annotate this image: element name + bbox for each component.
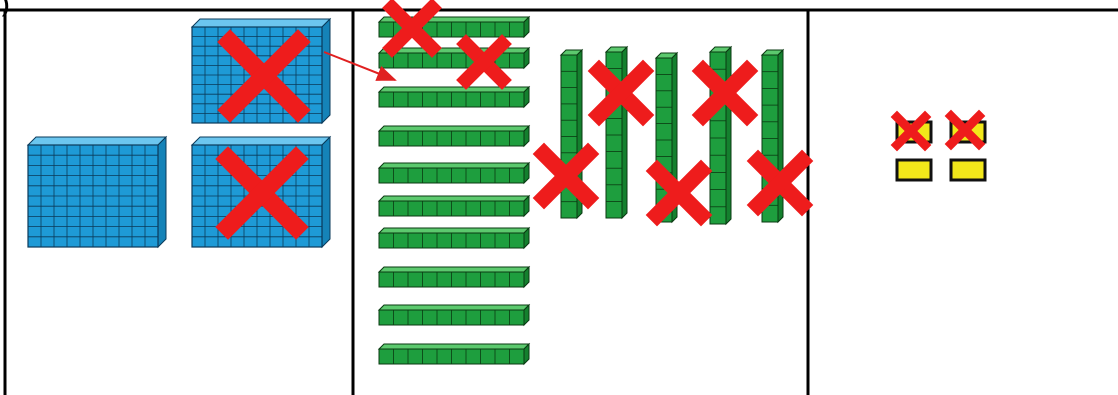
ones-cube	[951, 160, 985, 180]
tens-rod	[379, 196, 529, 216]
tens-rod	[379, 267, 529, 287]
place-value-table	[0, 10, 1118, 395]
tens-rod	[379, 228, 529, 248]
tens-rod	[379, 305, 529, 325]
tens-rod	[379, 48, 529, 68]
tens-rod	[379, 344, 529, 364]
tens-rod	[379, 126, 529, 146]
ones-cube	[897, 160, 931, 180]
cross-layer	[228, 8, 979, 227]
hundreds-flat	[28, 137, 166, 247]
tens-rod	[379, 163, 529, 183]
tens-rod	[379, 87, 529, 107]
